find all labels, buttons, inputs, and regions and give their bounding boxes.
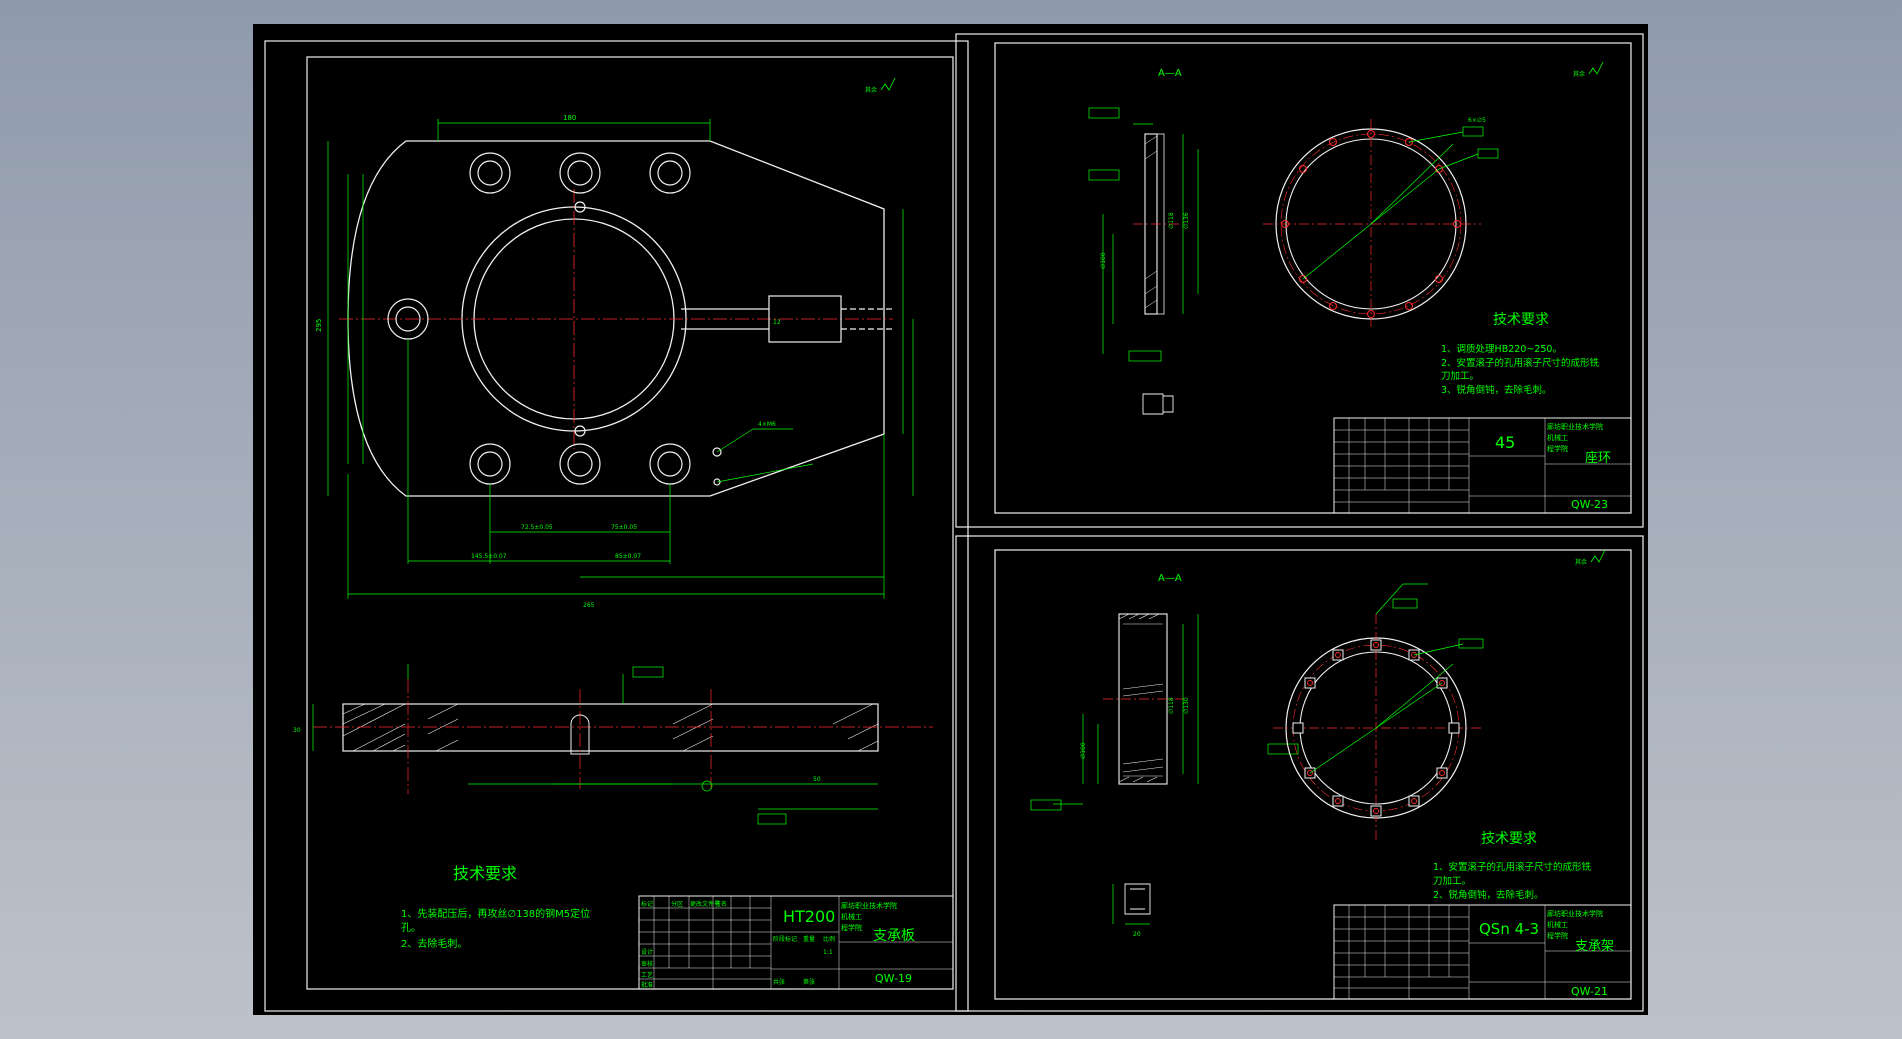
dim-30: 30 [293,727,301,734]
dim-265: 265 [583,602,595,609]
part-name: 座环 [1585,451,1611,466]
roughness-symbol-icon [1588,61,1604,75]
tech-note: 2、去除毛刺。 [401,937,467,950]
tb-cell: 审核 [641,960,653,968]
drawing-number: QW-21 [1571,985,1608,998]
dim-72-5: 72.5±0.05 [521,524,553,531]
dim-85: 85±0.07 [615,553,641,560]
school: 廊坊职业技术学院 [1547,909,1603,918]
tb-cell: 比例 [823,935,835,943]
tech-title: 技术要求 [453,864,517,883]
dim-12: 12 [773,319,781,326]
roughness-symbol-icon [1590,549,1606,563]
school: 廊坊职业技术学院 [841,901,897,910]
dim-130: ∅130 [1183,697,1190,714]
school-3: 程学院 [841,923,862,932]
tb-cell: 共张 [773,978,785,986]
dim-75: 75±0.05 [611,524,637,531]
part-name: 支承板 [873,928,915,944]
dim-50: 50 [813,776,821,783]
sheet-2: A—A 其余 ∅136 ∅118 ∅100 [955,33,1644,528]
tech-note: 2、锐角倒钝，去除毛刺。 [1433,889,1544,901]
sheet-3-inner-frame [994,549,1632,1000]
tech-note: 刀加工。 [1433,876,1471,887]
roughness-note: 其余 [865,86,877,94]
tech-title: 技术要求 [1481,831,1537,847]
part-name: 支承架 [1575,939,1614,954]
tb-cell: 设计 [641,948,653,956]
sheet-3-tech-requirements: 技术要求 1、安置滚子的孔用滚子尺寸的成形铣 刀加工。 2、锐角倒钝，去除毛刺。 [1433,831,1592,901]
sheet-3-outer-frame [955,535,1644,1012]
sheet-3: A—A 其余 ∅130 ∅118 ∅100 20 [955,535,1644,1012]
cad-drawing-canvas: 其余 [253,24,1648,1015]
tb-cell: 批准 [641,981,653,989]
sheet-1-outer-frame [264,40,969,1012]
tech-note: 1、安置滚子的孔用滚子尺寸的成形铣 [1433,861,1592,873]
dim-4xm6: 4×M6 [758,421,776,428]
sheet-2-inner-frame [994,42,1632,514]
plate-section-view: 30 50 [293,664,933,825]
dim-180: 180 [563,114,576,122]
datum-a-icon [701,780,713,792]
tech-note: 刀加工。 [1441,371,1479,382]
dim-136: ∅136 [1183,212,1190,229]
ring-plan-view: 6×∅5 [1263,117,1499,329]
dim-118: ∅118 [1168,212,1175,229]
school-2: 机械工 [841,912,862,921]
cage-plan-view [1273,583,1484,842]
section-label: A—A [1158,68,1182,79]
tech-note: 1、先装配压后，再攻丝∅138的钢M5定位 [401,907,590,920]
dim-20: 20 [1133,931,1141,938]
roughness-note: 其余 [1575,558,1587,566]
sheet-2-title-block: 45 廊坊职业技术学院 机械工 程学院 座环 QW-23 [1333,417,1632,514]
tb-cell: 重量 [803,935,815,943]
tb-cell: 标记 [641,900,653,908]
tech-note: 1、调质处理HB220~250。 [1441,343,1562,355]
roughness-note: 其余 [1573,70,1585,78]
tb-cell: 阶段标记 [773,935,797,943]
drawing-number: QW-23 [1571,498,1608,511]
tb-cell: 1:1 [823,949,833,956]
tech-note: 孔。 [401,922,421,934]
sheet-2-outer-frame [955,33,1644,528]
ring-section-view: ∅136 ∅118 ∅100 [1088,107,1199,415]
plate-top-view: 180 295 72.5±0.05 75±0.05 145.5±0.07 85±… [315,114,914,609]
school: 廊坊职业技术学院 [1547,422,1603,431]
section-label: A—A [1158,573,1182,584]
material: 45 [1495,433,1515,452]
dim-118: ∅118 [1168,697,1175,714]
tb-cell: 工艺 [641,971,653,979]
drawing-number: QW-19 [875,972,912,985]
dim-145-5: 145.5±0.07 [471,553,507,560]
tb-cell: 更改文件号 [690,900,720,908]
tech-note: 2、安置滚子的孔用滚子尺寸的成形铣 [1441,357,1600,369]
school-3: 程学院 [1547,931,1568,940]
tb-cell: 分区 [671,900,683,908]
sheet-3-title-block: QSn 4-3 廊坊职业技术学院 机械工 程学院 支承架 QW-21 [1333,904,1632,1000]
tb-cell: 第张 [803,978,815,986]
dim-100: ∅100 [1100,252,1107,269]
dim-6xd5: 6×∅5 [1468,117,1486,124]
cage-section-view: ∅130 ∅118 ∅100 20 [1030,613,1299,938]
sheet-1-tech-requirements: 技术要求 1、先装配压后，再攻丝∅138的钢M5定位 孔。 2、去除毛刺。 [401,864,590,950]
sheet-1-inner-frame [306,56,954,990]
tech-title: 技术要求 [1493,312,1549,328]
school-3: 程学院 [1547,444,1568,453]
dim-295: 295 [315,319,323,332]
material: HT200 [783,907,835,926]
sheet-1: 其余 [264,40,969,1012]
tb-cell: 签名 [715,900,727,908]
sheet-2-tech-requirements: 技术要求 1、调质处理HB220~250。 2、安置滚子的孔用滚子尺寸的成形铣 … [1441,312,1600,396]
material: QSn 4-3 [1479,920,1539,938]
dim-100: ∅100 [1080,742,1087,759]
school-2: 机械工 [1547,920,1568,929]
sheet-1-title-block: 标记 分区 更改文件号 签名 设计 审核 工艺 批准 阶段标记 重量 比例 1:… [638,895,954,990]
roughness-symbol-icon [880,77,896,91]
school-2: 机械工 [1547,433,1568,442]
tech-note: 3、锐角倒钝，去除毛刺。 [1441,384,1552,396]
